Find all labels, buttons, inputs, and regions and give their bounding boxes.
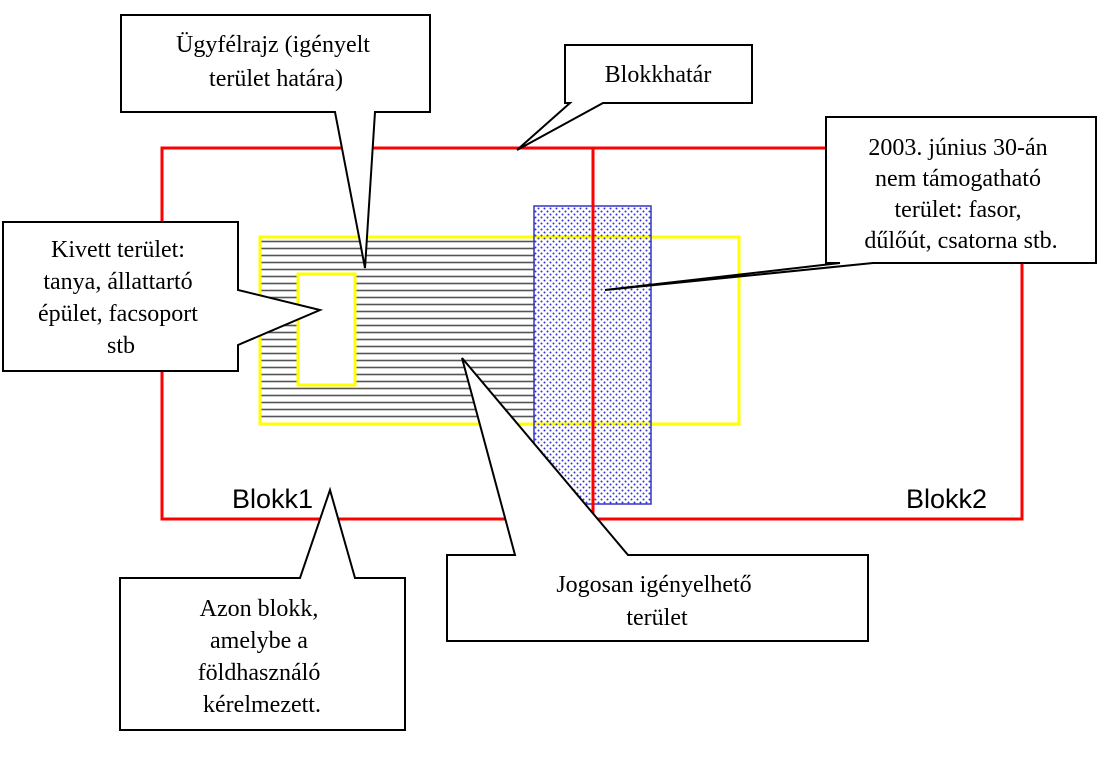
- block2-label: Blokk2: [906, 484, 987, 514]
- callout-eligible-area-line1: Jogosan igényelhető: [556, 572, 751, 598]
- callout-block-boundary-line1: Blokkhatár: [605, 62, 712, 88]
- callout-requested-block-line2: amelybe a: [210, 628, 308, 654]
- callout-requested-block-text: Azon blokk, amelybe a földhasználó kérel…: [198, 596, 327, 718]
- callout-non-supported-line3: terület: fasor,: [895, 197, 1022, 223]
- callout-excluded-area-line4: stb: [107, 333, 135, 359]
- callout-block-boundary-text: Blokkhatár: [605, 62, 712, 88]
- callout-block-boundary: [516, 44, 753, 151]
- callout-customer-drawing-line2: terület határa): [209, 66, 343, 92]
- callout-non-supported-line4: dűlőút, csatorna stb.: [864, 228, 1057, 254]
- callout-non-supported-line2: nem támogatható: [875, 166, 1041, 192]
- excluded-area: [296, 272, 357, 387]
- callout-eligible-area-line2: terület: [626, 605, 688, 631]
- callout-non-supported-line1: 2003. június 30-án: [868, 135, 1047, 161]
- callout-excluded-area-text: Kivett terület: tanya, állattartó épület…: [38, 237, 204, 359]
- callout-excluded-area: [2, 221, 324, 372]
- callout-eligible-area: [446, 357, 869, 642]
- callout-excluded-area-line2: tanya, állattartó: [43, 269, 192, 295]
- callout-requested-block: [119, 486, 406, 731]
- callout-customer-drawing: [120, 14, 431, 269]
- callout-requested-block-line4: kérelmezett.: [203, 692, 321, 718]
- callout-excluded-area-line1: Kivett terület:: [51, 237, 185, 263]
- block1-label: Blokk1: [232, 484, 313, 514]
- callout-customer-drawing-text: Ügyfélrajz (igényelt terület határa): [176, 32, 376, 92]
- callout-non-supported-text: 2003. június 30-án nem támogatható terül…: [864, 135, 1057, 254]
- callout-non-supported: [604, 116, 1097, 291]
- callout-customer-drawing-line1: Ügyfélrajz (igényelt: [176, 32, 370, 58]
- callout-excluded-area-line3: épület, facsoport: [38, 301, 198, 327]
- callout-requested-block-line3: földhasználó: [198, 660, 321, 686]
- callout-requested-block-line1: Azon blokk,: [200, 596, 319, 622]
- callout-eligible-area-text: Jogosan igényelhető terület: [556, 572, 757, 631]
